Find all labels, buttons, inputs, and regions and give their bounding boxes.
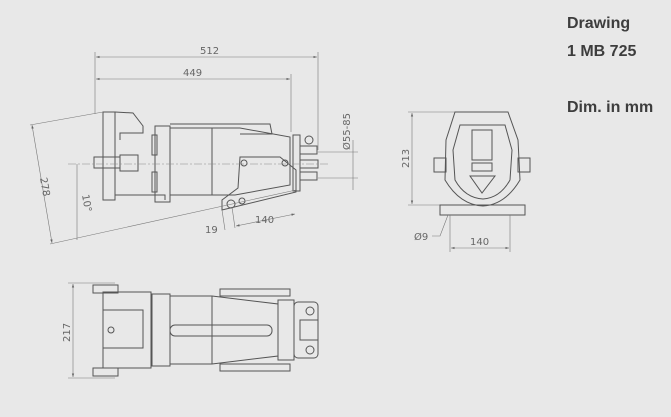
dim-140-front: 140: [470, 237, 489, 248]
dim-449: 449: [183, 68, 202, 79]
dim-140-side: 140: [255, 215, 274, 226]
drawing-label: Drawing: [567, 15, 631, 32]
dim-512: 512: [200, 46, 219, 57]
dim-hole-diameter: Ø9: [414, 231, 428, 243]
dim-angle: 10°: [79, 194, 93, 213]
side-view: 512 449 Ø55-85 278: [29, 46, 358, 245]
dim-19: 19: [205, 225, 218, 236]
dim-278: 278: [37, 177, 51, 198]
dim-shaft-diameter: Ø55-85: [341, 113, 353, 150]
dim-213: 213: [401, 149, 412, 168]
top-view: 217: [62, 282, 319, 379]
front-view: 213 140 Ø9: [401, 111, 531, 252]
dim-217: 217: [62, 323, 73, 342]
drawing-number: 1 MB 725: [567, 43, 637, 60]
units-label: Dim. in mm: [567, 99, 654, 116]
